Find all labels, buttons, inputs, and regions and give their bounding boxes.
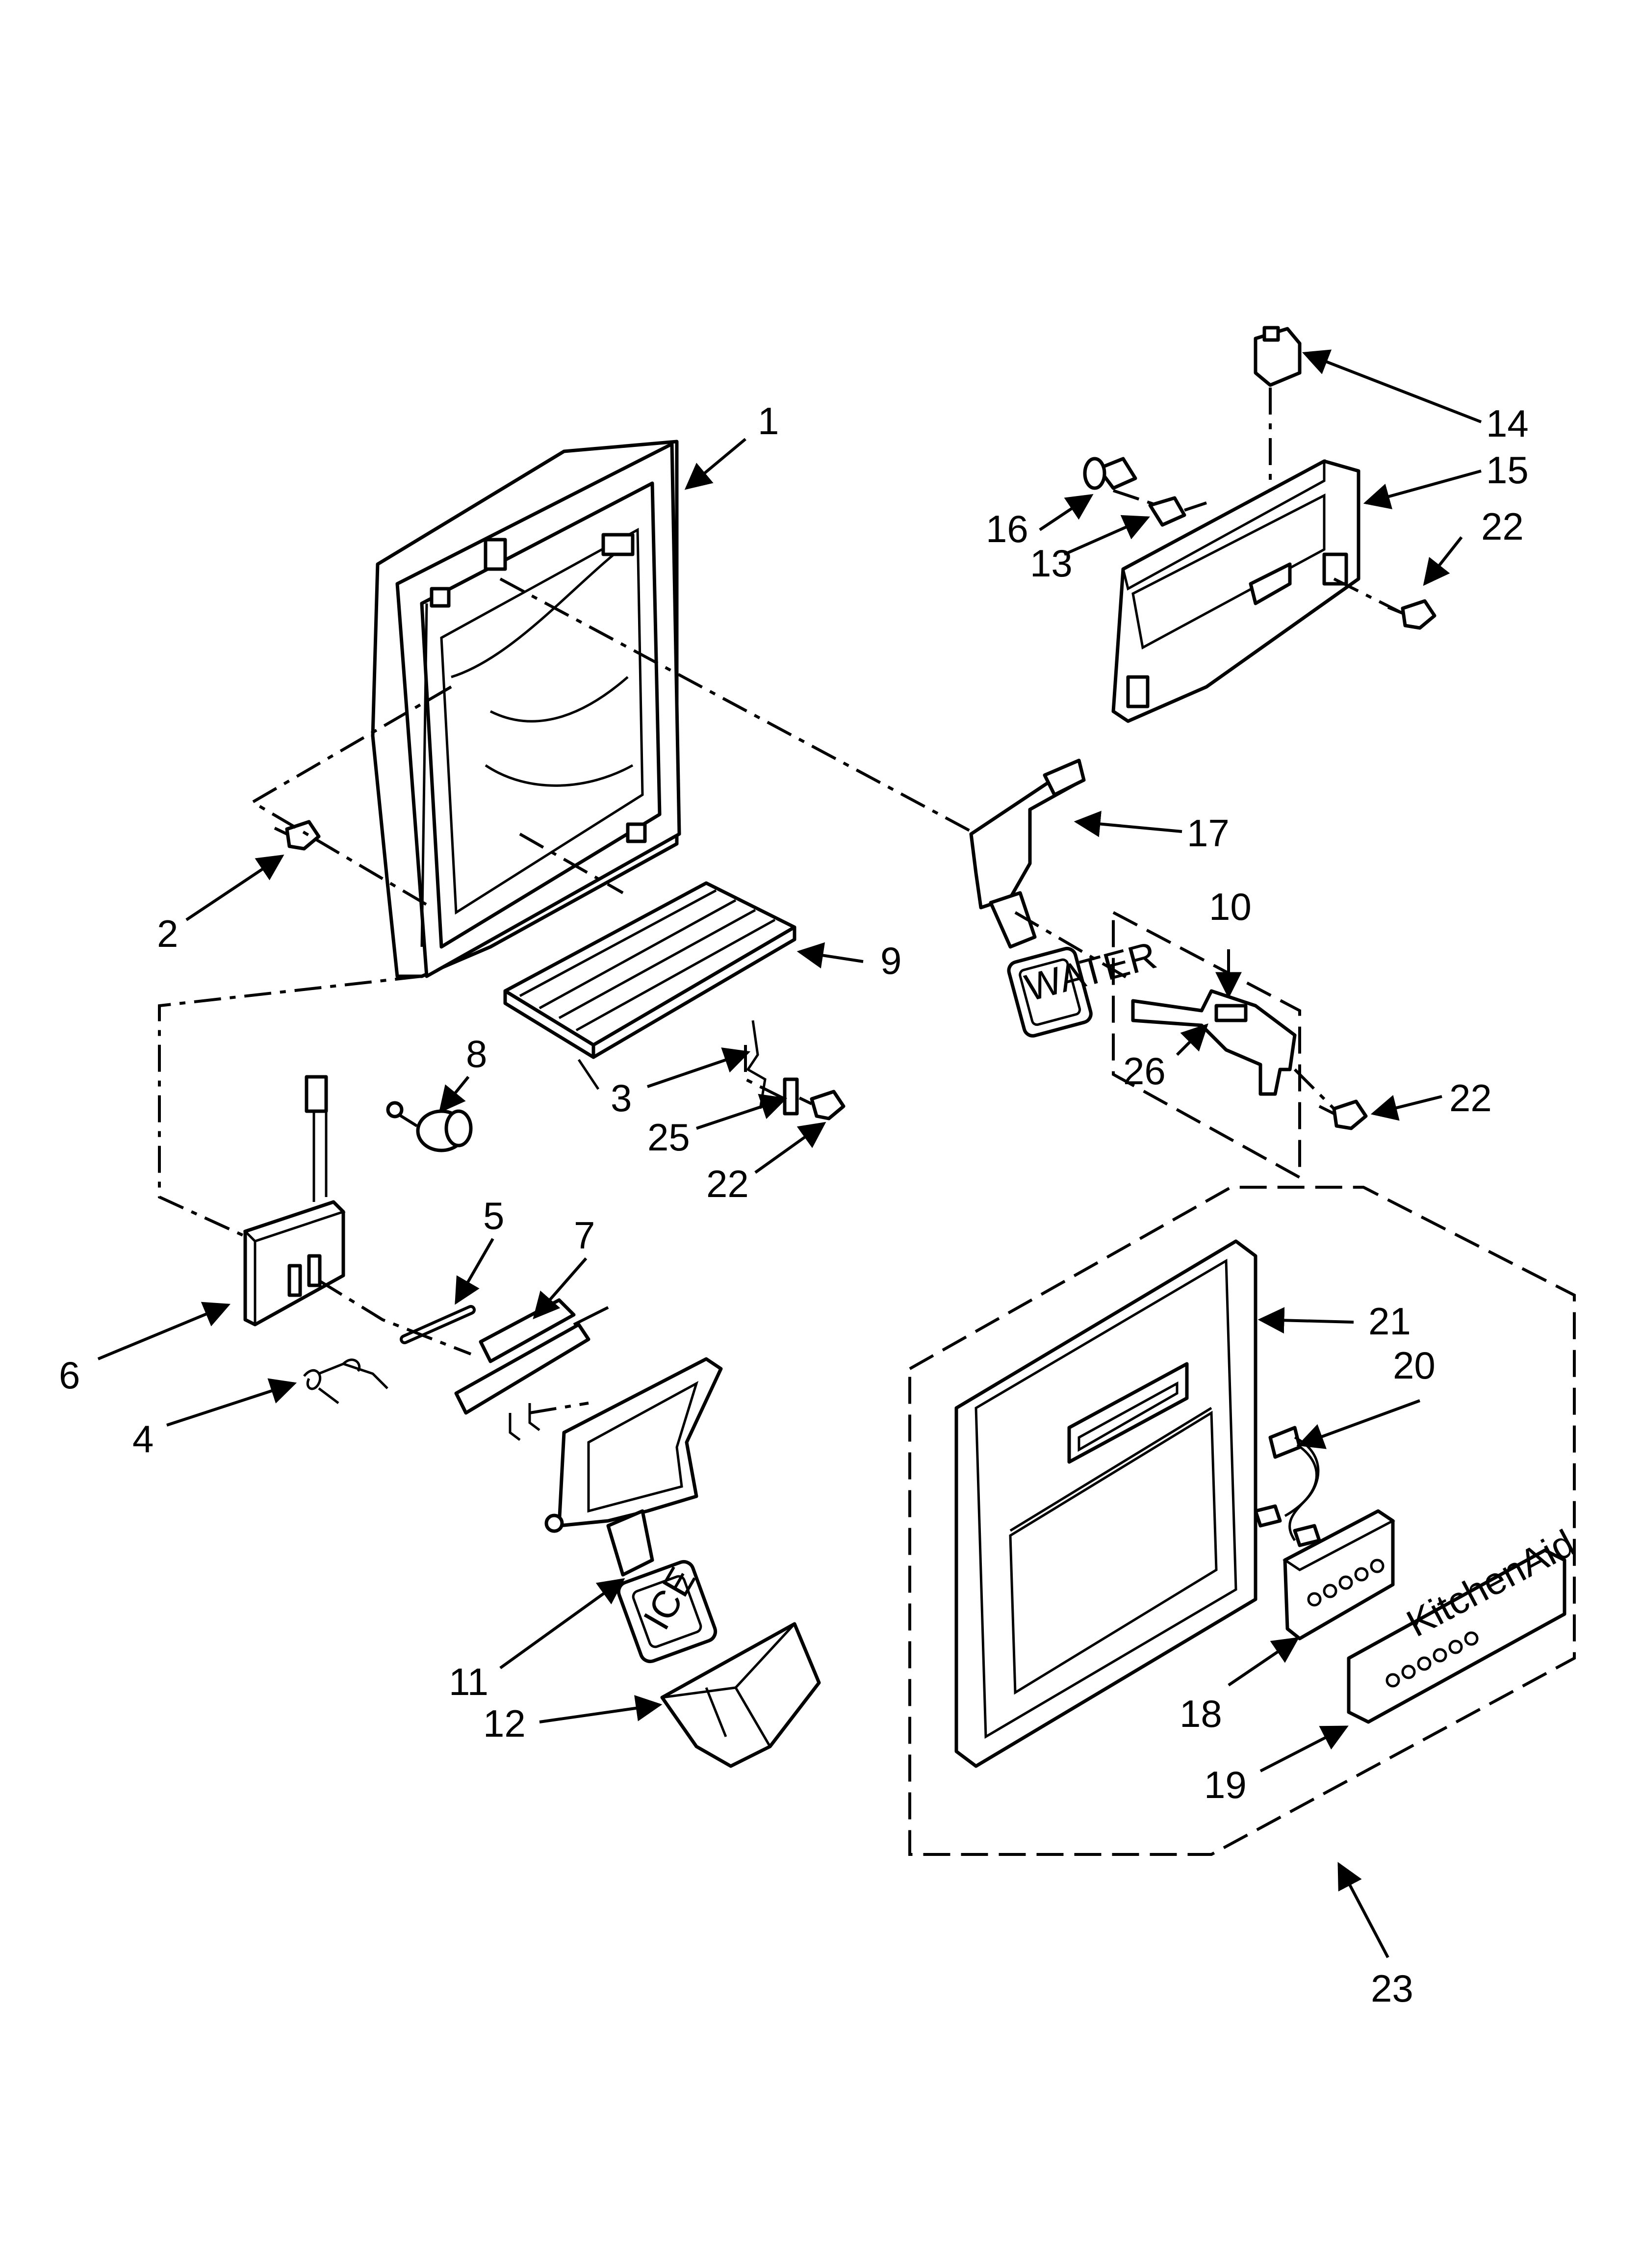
- callout-5: 5: [483, 1194, 504, 1237]
- part-22-screw-a: [798, 1090, 846, 1121]
- callout-1: 1: [758, 399, 779, 443]
- part-3-spring: [746, 1020, 767, 1109]
- callout-16: 16: [986, 507, 1028, 550]
- callout-6: 6: [59, 1354, 80, 1397]
- callout-17: 17: [1187, 811, 1230, 855]
- part-11-ice-actuator: ICE: [544, 1357, 723, 1664]
- callout-22-a: 22: [706, 1162, 749, 1205]
- part-22-screw-b: [1387, 599, 1437, 630]
- part-6-solenoid: [243, 1075, 346, 1327]
- guide-lines: [158, 388, 1576, 1856]
- callout-7: 7: [574, 1214, 595, 1257]
- callout-2: 2: [157, 912, 178, 955]
- callout-labels: 1 2 9 3 25 22 8 5 7 6 4 11 12 17 10 26 2…: [59, 399, 1529, 2010]
- callout-21: 21: [1368, 1300, 1411, 1343]
- part-17-water-actuator: WATER: [969, 758, 1161, 1038]
- part-4-spring: [303, 1358, 388, 1404]
- part-8-motor: [386, 1101, 473, 1152]
- part-14-switch: [1254, 326, 1302, 387]
- part-9-drip-tray: [503, 881, 796, 1090]
- callout-3: 3: [611, 1076, 632, 1120]
- callout-13: 13: [1030, 542, 1073, 585]
- callout-14: 14: [1486, 402, 1529, 445]
- callout-22-c: 22: [1449, 1076, 1492, 1120]
- callout-20: 20: [1393, 1344, 1436, 1387]
- leader-arrows: [97, 349, 1482, 1958]
- part-5-pin: [400, 1305, 476, 1344]
- callout-12: 12: [483, 1702, 526, 1745]
- part-7-door-assembly: [454, 1298, 609, 1441]
- water-pad-text: WATER: [1021, 933, 1161, 1010]
- callout-26: 26: [1123, 1049, 1166, 1093]
- callout-11: 11: [449, 1660, 488, 1703]
- callout-25: 25: [647, 1116, 690, 1159]
- part-1-housing: [371, 440, 681, 978]
- part-25-clip: [783, 1077, 799, 1116]
- callout-15: 15: [1486, 448, 1529, 492]
- part-15-bracket: [1111, 459, 1360, 723]
- callout-22-b: 22: [1481, 505, 1524, 548]
- part-20-wire-harness: [1254, 1426, 1321, 1547]
- part-13-lamp-socket: [1148, 496, 1207, 527]
- callout-9: 9: [880, 939, 901, 982]
- callout-23: 23: [1371, 1967, 1413, 2010]
- part-2-screw: [274, 820, 321, 851]
- callout-4: 4: [132, 1417, 154, 1460]
- part-16-lamp: [1083, 457, 1137, 490]
- part-12-ice-chute: [660, 1622, 821, 1768]
- callout-18: 18: [1180, 1692, 1222, 1735]
- callout-8: 8: [466, 1032, 487, 1075]
- part-21-facade: [954, 1239, 1257, 1768]
- callout-19: 19: [1204, 1763, 1247, 1806]
- callout-10: 10: [1209, 885, 1252, 928]
- part-18-control-board: [1283, 1509, 1395, 1641]
- part-22-screw-c: [1318, 1099, 1368, 1130]
